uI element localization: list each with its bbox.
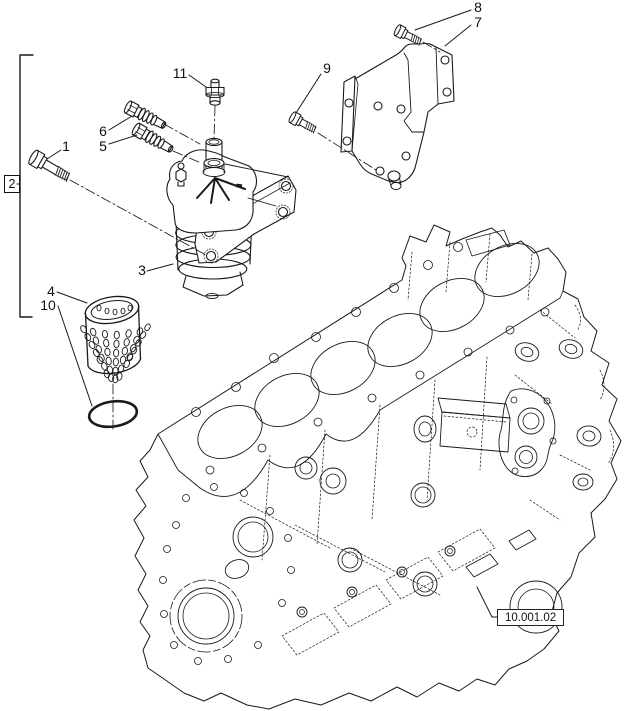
group-box-2[interactable]: 2 — [4, 175, 20, 193]
sump-rail — [281, 528, 537, 656]
timing-cover-face — [159, 483, 295, 665]
strainer-drawing — [80, 295, 151, 384]
filter-top-port — [203, 137, 225, 173]
center-lines — [69, 41, 441, 430]
top-deck — [157, 229, 564, 497]
callout-4[interactable]: 4 — [47, 283, 55, 299]
rear-face-bosses — [514, 304, 614, 521]
head-bolt-holes — [191, 242, 550, 475]
screw-9-drawing — [288, 111, 317, 134]
emboss-mark — [235, 183, 243, 188]
callout-10[interactable]: 10 — [40, 297, 56, 313]
oil-filter-pad — [498, 388, 557, 477]
callout-9[interactable]: 9 — [323, 60, 331, 76]
cross-reference-box[interactable]: 10.001.02 — [497, 609, 565, 626]
filter-assembly-drawing — [166, 137, 297, 300]
filter-head — [166, 149, 289, 234]
fitting-11-drawing — [205, 78, 225, 106]
core-plugs — [337, 482, 438, 597]
connector-6-drawing — [123, 100, 167, 129]
callout-8[interactable]: 8 — [474, 0, 482, 15]
water-pump-bosses — [294, 456, 347, 495]
bolt-1-drawing — [28, 149, 70, 182]
callout-3[interactable]: 3 — [138, 262, 146, 278]
callout-5[interactable]: 5 — [99, 138, 107, 154]
front-wall — [239, 356, 488, 596]
bracket-7-drawing — [340, 42, 455, 191]
cylinder-bores — [197, 243, 540, 459]
screw-8-drawing — [393, 24, 422, 46]
callout-1[interactable]: 1 — [62, 138, 70, 154]
leader-lines — [46, 9, 498, 618]
callout-7[interactable]: 7 — [474, 14, 482, 30]
callout-6[interactable]: 6 — [99, 123, 107, 139]
strainer-perforations — [80, 304, 151, 384]
head-nipple — [175, 162, 187, 187]
connector-5-drawing — [131, 122, 174, 153]
o-ring-drawing — [87, 399, 139, 429]
timing-bolt-holes — [159, 483, 295, 665]
oil-cooler-pad — [413, 397, 511, 453]
bracket-boss — [387, 170, 402, 191]
callout-11[interactable]: 11 — [172, 65, 188, 81]
